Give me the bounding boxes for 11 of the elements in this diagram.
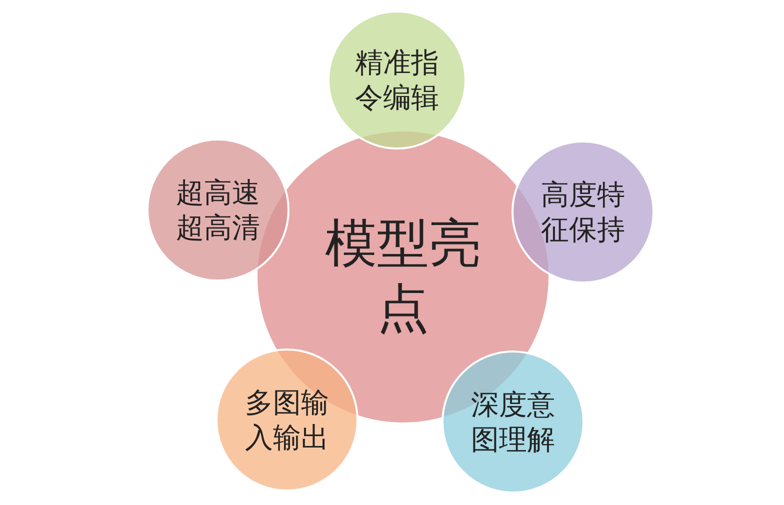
- circle-node: [511, 140, 655, 284]
- node-label: 多图输入输出: [244, 385, 330, 455]
- node-label: 模型亮点: [324, 213, 482, 341]
- node-label: 精准指令编辑: [354, 45, 440, 115]
- node-label: 超高速超高清: [175, 175, 261, 245]
- circle-node: [215, 348, 359, 492]
- circle-node: [327, 10, 467, 150]
- circle-node: [441, 350, 585, 494]
- circle-node: [146, 138, 290, 282]
- node-label: 高度特征保持: [540, 177, 626, 247]
- node-label: 深度意图理解: [470, 387, 556, 457]
